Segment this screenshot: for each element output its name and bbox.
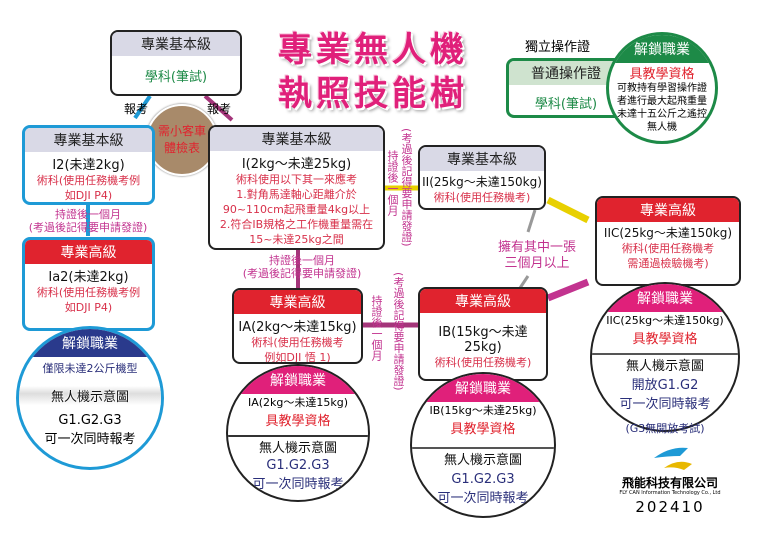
iic-box: 專業高級 IIC(25kg～未達150kg) 術科(使用任務機考 需通過檢驗機考… — [595, 196, 741, 286]
i2-box: 專業基本級 I2(未達2kg) 術科(使用任務機考例如DJI P4) — [22, 125, 155, 205]
ib-unlock-circle: 解鎖職業 IB(15kg～未達25kg) 具教學資格 無人機示意圖 G1.G2.… — [410, 372, 556, 518]
ia-ib-note-line2: (考過後記得要申請發證) — [392, 272, 405, 391]
ia-unlock-class: IA(2kg～未達15kg) — [247, 396, 349, 409]
i-class: I(2kg～未達25kg) — [241, 157, 352, 172]
top-box-header: 專業基本級 — [112, 32, 240, 56]
i2-note-line1: 持證後一個月 — [55, 208, 121, 221]
i2-class: I2(未達2kg) — [52, 158, 125, 173]
i-ii-note-line2: (考過後記得要申請發證) — [400, 128, 413, 247]
ii-class: II(25kg～未達150kg) — [422, 175, 542, 189]
ia-header: 專業高級 — [234, 290, 361, 314]
i-header: 專業基本級 — [210, 127, 383, 151]
ia2-unlock-limit: 僅限未達2公斤機型 — [42, 362, 138, 375]
ii-box: 專業基本級 II(25kg～未達150kg) 術科(使用任務機考) — [418, 145, 546, 210]
iic-class: IIC(25kg～未達150kg) — [603, 226, 733, 240]
ii-skill: 術科(使用任務機考) — [433, 191, 531, 204]
ib-unlock-qual: 具教學資格 — [450, 422, 516, 437]
i2-to-ia2-note: 持證後一個月 (考過後記得要申請發證) — [8, 208, 168, 234]
ib-drone-label: 無人機示意圖 — [412, 447, 554, 468]
general-unlock-desc: 可教持有學習操作證者進行最大起飛重量未達十五公斤之遙控無人機 — [617, 83, 707, 133]
iic-header: 專業高級 — [597, 198, 739, 222]
ib-class: IB(15kg～未達25kg) — [438, 325, 528, 355]
ia-class: IA(2kg～未達15kg) — [238, 320, 357, 335]
ib-unlock-class: IB(15kg～未達25kg) — [429, 404, 537, 417]
general-unlock-circle: 解鎖職業 具教學資格 可教持有學習操作證者進行最大起飛重量未達十五公斤之遙控無人… — [606, 32, 718, 144]
ia2-unlock-circle: 解鎖職業 僅限未達2公斤機型 無人機示意圖 G1.G2.G3 可一次同時報考 — [16, 326, 164, 470]
i2-skill: 術科(使用任務機考例如DJI P4) — [36, 174, 141, 202]
ib-skill: 術科(使用任務機考) — [434, 356, 532, 369]
iic-drone-label: 無人機示意圖 — [592, 353, 738, 374]
ia2-class: Ia2(未達2kg) — [48, 270, 129, 285]
i-option2: 2.符合IB規格之工作機重量需在15~未達25kg之間 — [219, 218, 374, 246]
i-ia-note-line1: 持證後一個月 — [269, 254, 335, 267]
ia-box: 專業高級 IA(2kg～未達15kg) 術科(使用任務機考例如DJI 悟 1) — [232, 288, 363, 364]
ib-exams: G1.G2.G3 — [451, 472, 515, 487]
i-box: 專業基本級 I(2kg～未達25kg) 術科使用以下其一來應考 1.對角馬達軸心… — [208, 125, 385, 250]
independent-cert-label: 獨立操作證 — [525, 40, 591, 55]
exam-left-label: 報考 — [124, 102, 149, 116]
exam-right-label: 報考 — [207, 102, 232, 116]
general-cert-header: 普通操作證 — [509, 61, 623, 85]
ia-ib-note-line1: 持證後一個月 — [370, 295, 383, 361]
i-skill: 術科使用以下其一來應考 — [236, 173, 357, 186]
ia-exam-note: 可一次同時報考 — [252, 477, 344, 492]
ia-unlock-qual: 具教學資格 — [265, 414, 331, 429]
ia2-exams: G1.G2.G3 — [58, 413, 122, 428]
iic-skill1: 術科(使用任務機考 — [621, 242, 715, 255]
ii-header: 專業基本級 — [420, 147, 544, 171]
i-option1: 1.對角馬達軸心距離介於90~110cm起飛重量4kg以上 — [222, 188, 371, 216]
either-line2: 三個月以上 — [504, 256, 570, 271]
ib-header: 專業高級 — [420, 289, 546, 313]
i-ia-note-line2: (考過後記得要申請發證) — [242, 267, 362, 280]
date-code: 202410 — [635, 498, 705, 516]
company-en: FLY CAN Information Technology Co., Ltd — [619, 490, 721, 496]
iic-exam-note: 可一次同時報考 — [619, 397, 711, 412]
i2-header: 專業基本級 — [25, 128, 152, 152]
company-logo-icon — [654, 447, 692, 470]
ia-unlock-circle: 解鎖職業 IA(2kg～未達15kg) 具教學資格 無人機示意圖 G1.G2.G… — [226, 364, 370, 502]
ib-exam-note: 可一次同時報考 — [437, 491, 529, 506]
top-written-box: 專業基本級 學科(筆試) — [110, 30, 242, 96]
ia-drone-label: 無人機示意圖 — [228, 435, 368, 456]
title-line2: 執照技能樹 — [278, 74, 468, 114]
iic-g3-note: (G3無開放考試) — [625, 422, 705, 435]
general-unlock-qual: 具教學資格 — [629, 67, 695, 82]
iic-unlock-class: IIC(25kg～未達150kg) — [606, 314, 724, 327]
i-ii-note-line1: 持證後一個月 — [386, 150, 399, 216]
iic-exams: 開放G1.G2 — [631, 378, 699, 393]
i-to-ia-note: 持證後一個月 (考過後記得要申請發證) — [222, 254, 382, 280]
general-cert-body: 學科(筆試) — [534, 97, 598, 112]
ia2-header: 專業高級 — [25, 240, 152, 264]
i2-note-line2: (考過後記得要申請發證) — [28, 221, 148, 234]
medical-text: 需小客車體檢表 — [157, 124, 206, 155]
iic-skill2: 需通過檢驗機考) — [627, 257, 709, 270]
ia-exams: G1.G2.G3 — [266, 458, 330, 473]
iic-unlock-qual: 具教學資格 — [632, 332, 698, 347]
ib-box: 專業高級 IB(15kg～未達25kg) 術科(使用任務機考) — [418, 287, 548, 381]
ia2-skill: 術科(使用任務機考例如DJI P4) — [36, 286, 141, 314]
ia2-drone-label: 無人機示意圖 — [19, 386, 161, 405]
either-cert-note: 擁有其中一張 三個月以上 — [492, 240, 582, 272]
title-line1: 專業無人機 — [278, 30, 468, 70]
either-line1: 擁有其中一張 — [497, 240, 576, 255]
company-name: 飛能科技有限公司 — [621, 476, 718, 490]
ia2-box: 專業高級 Ia2(未達2kg) 術科(使用任務機考例如DJI P4) — [22, 237, 155, 331]
ia-skill: 術科(使用任務機考例如DJI 悟 1) — [251, 336, 344, 364]
top-box-body: 學科(筆試) — [144, 70, 208, 85]
iic-unlock-circle: 解鎖職業 IIC(25kg～未達150kg) 具教學資格 無人機示意圖 開放G1… — [590, 282, 740, 432]
ia2-exam-note: 可一次同時報考 — [44, 432, 136, 447]
